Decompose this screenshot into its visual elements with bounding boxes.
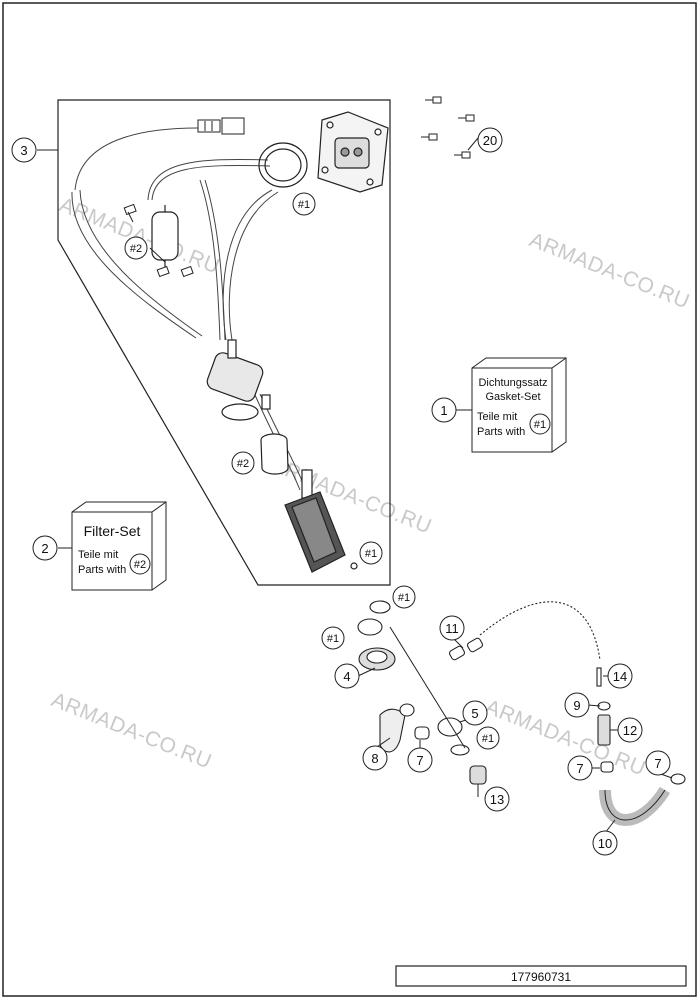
filter-box-line3: Teile mit bbox=[78, 549, 118, 561]
callout-7c: 7 bbox=[645, 750, 671, 776]
gasket-box-line3: Teile mit bbox=[477, 411, 517, 423]
ref-markers: #1 #2 #2 #1 #1 #1 #1 bbox=[124, 192, 500, 750]
fuel-pump bbox=[284, 469, 358, 573]
callout-8: 8 bbox=[362, 745, 388, 771]
fuel-hoses bbox=[71, 127, 306, 491]
callout-2: 2 bbox=[32, 535, 58, 561]
filter-box-line4: Parts with bbox=[78, 564, 126, 576]
callout-20: 20 bbox=[477, 127, 503, 153]
callout-7a-label: 7 bbox=[416, 753, 423, 768]
callout-3: 3 bbox=[11, 137, 37, 163]
callout-9: 9 bbox=[564, 692, 590, 718]
gasket-box-line4: Parts with bbox=[477, 426, 525, 438]
ref-1-oring-left: #1 bbox=[321, 626, 345, 650]
ref-1-oring-left-label: #1 bbox=[327, 633, 339, 645]
filter-sleeve bbox=[260, 433, 289, 475]
callout-7b: 7 bbox=[567, 755, 593, 781]
ref-1-oring-top: #1 bbox=[392, 585, 416, 609]
gasket-box-ref: #1 bbox=[534, 419, 546, 431]
callout-5: 5 bbox=[462, 700, 488, 726]
callout-7b-label: 7 bbox=[576, 761, 583, 776]
ref-1-oring-top-label: #1 bbox=[398, 592, 410, 604]
ref-1-pump: #1 bbox=[359, 541, 383, 565]
callout-7a: 7 bbox=[407, 747, 433, 773]
lower-parts bbox=[357, 600, 686, 826]
tank-flange-plate bbox=[317, 111, 389, 193]
callout-13-label: 13 bbox=[490, 792, 504, 807]
callout-4: 4 bbox=[334, 663, 360, 689]
ref-1-pump-label: #1 bbox=[365, 548, 377, 560]
filter-box-ref: #2 bbox=[134, 559, 146, 571]
callout-12: 12 bbox=[617, 717, 643, 743]
ref-1-oring-lower-label: #1 bbox=[482, 733, 494, 745]
callout-3-label: 3 bbox=[20, 143, 27, 158]
callout-7c-label: 7 bbox=[654, 756, 661, 771]
callout-8-label: 8 bbox=[371, 751, 378, 766]
gasket-box-line2: Gasket-Set bbox=[485, 391, 540, 403]
callout-5-label: 5 bbox=[471, 706, 478, 721]
ref-2-sleeve: #2 bbox=[231, 451, 255, 475]
callout-10-label: 10 bbox=[598, 836, 612, 851]
drawing-number: 177960731 bbox=[511, 970, 571, 984]
pump-head bbox=[206, 339, 271, 421]
callout-12-label: 12 bbox=[623, 723, 637, 738]
gasket-set-box: Dichtungssatz Gasket-Set Teile mit Parts… bbox=[471, 357, 567, 453]
callouts: 3 2 1 20 4 11 5 8 7 13 14 9 12 7 7 10 bbox=[11, 127, 671, 856]
ref-2-clamps-label: #2 bbox=[130, 243, 142, 255]
ref-2-sleeve-label: #2 bbox=[237, 458, 249, 470]
callout-11-label: 11 bbox=[445, 621, 459, 636]
callout-2-label: 2 bbox=[41, 541, 48, 556]
callout-20-label: 20 bbox=[483, 133, 497, 148]
watermarks: ARMADA-CO.RU ARMADA-CO.RU ARMADA-CO.RU A… bbox=[48, 193, 693, 780]
ref-1-flange-label: #1 bbox=[298, 199, 310, 211]
ref-2-clamps: #2 bbox=[124, 236, 148, 260]
watermark-4: ARMADA-CO.RU bbox=[48, 688, 215, 773]
watermark-1: ARMADA-CO.RU bbox=[56, 193, 223, 278]
filter-box-title: Filter-Set bbox=[84, 523, 141, 539]
callout-14-label: 14 bbox=[613, 669, 627, 684]
gasket-box-line1: Dichtungssatz bbox=[478, 377, 547, 389]
callout-13: 13 bbox=[484, 786, 510, 812]
screws bbox=[421, 96, 475, 159]
callout-11: 11 bbox=[439, 615, 465, 641]
callout-1-label: 1 bbox=[440, 403, 447, 418]
electrical-connector bbox=[197, 117, 245, 135]
fuel-pump-assembly-outline bbox=[57, 99, 391, 586]
ref-1-flange: #1 bbox=[292, 192, 316, 216]
callout-4-label: 4 bbox=[343, 669, 350, 684]
flange-ring bbox=[258, 142, 308, 188]
ref-1-oring-lower: #1 bbox=[476, 726, 500, 750]
callout-9-label: 9 bbox=[573, 698, 580, 713]
drawing-number-box: 177960731 bbox=[395, 965, 687, 987]
callout-1: 1 bbox=[431, 397, 457, 423]
callout-10: 10 bbox=[592, 830, 618, 856]
filter-set-box: Filter-Set Teile mit Parts with #2 bbox=[71, 501, 167, 591]
small-clamps bbox=[123, 203, 194, 278]
watermark-2: ARMADA-CO.RU bbox=[526, 228, 693, 313]
callout-14: 14 bbox=[607, 663, 633, 689]
